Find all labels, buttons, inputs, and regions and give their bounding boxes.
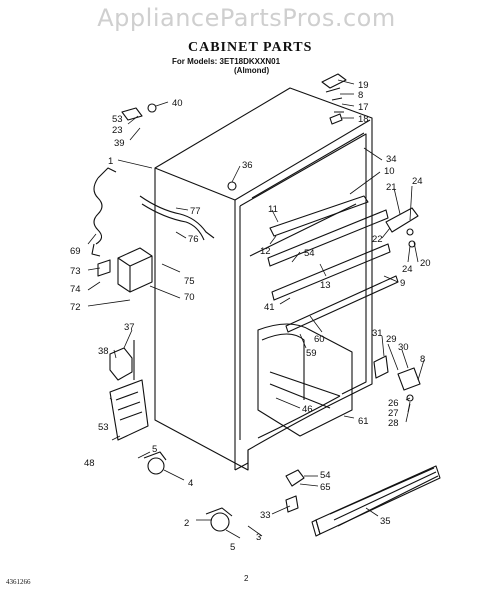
callout-61: 61: [358, 416, 369, 427]
callout-31: 31: [372, 328, 383, 339]
callout-53b: 53: [98, 422, 109, 433]
callout-17: 17: [358, 102, 369, 113]
document-code: 4361266: [6, 578, 31, 586]
model-info: For Models: 3ET18DKXXN01 (Almond): [172, 57, 280, 75]
callout-48: 48: [84, 458, 95, 469]
callout-41: 41: [264, 302, 275, 313]
freezer-liner: [257, 323, 353, 437]
callout-19: 19: [358, 80, 369, 91]
callout-60: 60: [314, 334, 325, 345]
toe-grille: [311, 465, 441, 537]
cord-clip: [121, 103, 157, 121]
shelf-rails: [249, 195, 399, 333]
callout-30: 30: [398, 342, 409, 353]
callout-77: 77: [190, 206, 201, 217]
callout-26: 26: [388, 398, 399, 409]
callout-20: 20: [420, 258, 431, 269]
wiring-harness: [139, 195, 215, 241]
callout-76: 76: [188, 234, 199, 245]
access-panel: [109, 379, 149, 441]
callout-54b: 54: [320, 470, 331, 481]
top-hinge: [321, 73, 347, 125]
callout-1: 1: [108, 156, 113, 167]
model-number: For Models: 3ET18DKXXN01: [172, 57, 281, 66]
callout-10: 10: [384, 166, 395, 177]
lower-hinge: [373, 355, 421, 402]
callout-12: 12: [260, 246, 271, 257]
callout-74: 74: [70, 284, 81, 295]
callout-3: 3: [256, 532, 261, 543]
roller-wheel: [143, 451, 233, 532]
callout-72: 72: [70, 302, 81, 313]
callout-4: 4: [188, 478, 193, 489]
callout-70: 70: [184, 292, 195, 303]
callout-36: 36: [242, 160, 253, 171]
callout-27: 27: [388, 408, 399, 419]
model-color: (Almond): [234, 66, 270, 75]
door-stop: [285, 469, 305, 513]
callout-21: 21: [386, 182, 397, 193]
callout-73: 73: [70, 266, 81, 277]
callout-labels: 19 8 17 18 40 53 23 39 1 36 34 10 21 24 …: [70, 80, 431, 553]
callout-9: 9: [400, 278, 405, 289]
callout-37: 37: [124, 322, 135, 333]
callout-65: 65: [320, 482, 331, 493]
callout-75: 75: [184, 276, 195, 287]
callout-8b: 8: [420, 354, 425, 365]
callout-22: 22: [372, 234, 383, 245]
callout-18: 18: [358, 114, 369, 125]
callout-59: 59: [306, 348, 317, 359]
callout-54: 54: [304, 248, 315, 259]
callout-39: 39: [114, 138, 125, 149]
callout-2: 2: [184, 518, 189, 529]
hinge-bracket: [385, 207, 419, 248]
diagram-title: CABINET PARTS: [188, 40, 313, 55]
callout-53: 53: [112, 114, 123, 125]
callout-24b: 24: [402, 264, 413, 275]
cabinet-shell: [154, 87, 373, 471]
leader-lines: [87, 79, 425, 539]
callout-40: 40: [172, 98, 183, 109]
callout-8: 8: [358, 90, 363, 101]
callout-46: 46: [302, 404, 313, 415]
callout-69: 69: [70, 246, 81, 257]
callout-28: 28: [388, 418, 399, 429]
power-cord: [91, 167, 117, 257]
relay-assembly: [109, 340, 135, 381]
callout-23: 23: [112, 125, 123, 136]
callout-24: 24: [412, 176, 423, 187]
callout-33: 33: [260, 510, 271, 521]
callout-11: 11: [268, 204, 278, 215]
page-number: 2: [244, 574, 249, 583]
callout-5b: 5: [230, 542, 235, 553]
callout-35: 35: [380, 516, 391, 527]
junction-box: [97, 247, 153, 293]
callout-13: 13: [320, 280, 331, 291]
callout-34: 34: [386, 154, 397, 165]
watermark: AppliancePartsPros.com: [97, 4, 396, 32]
callout-29: 29: [386, 334, 397, 345]
screw-36: [227, 181, 237, 191]
callout-38: 38: [98, 346, 109, 357]
callout-5: 5: [152, 444, 157, 455]
